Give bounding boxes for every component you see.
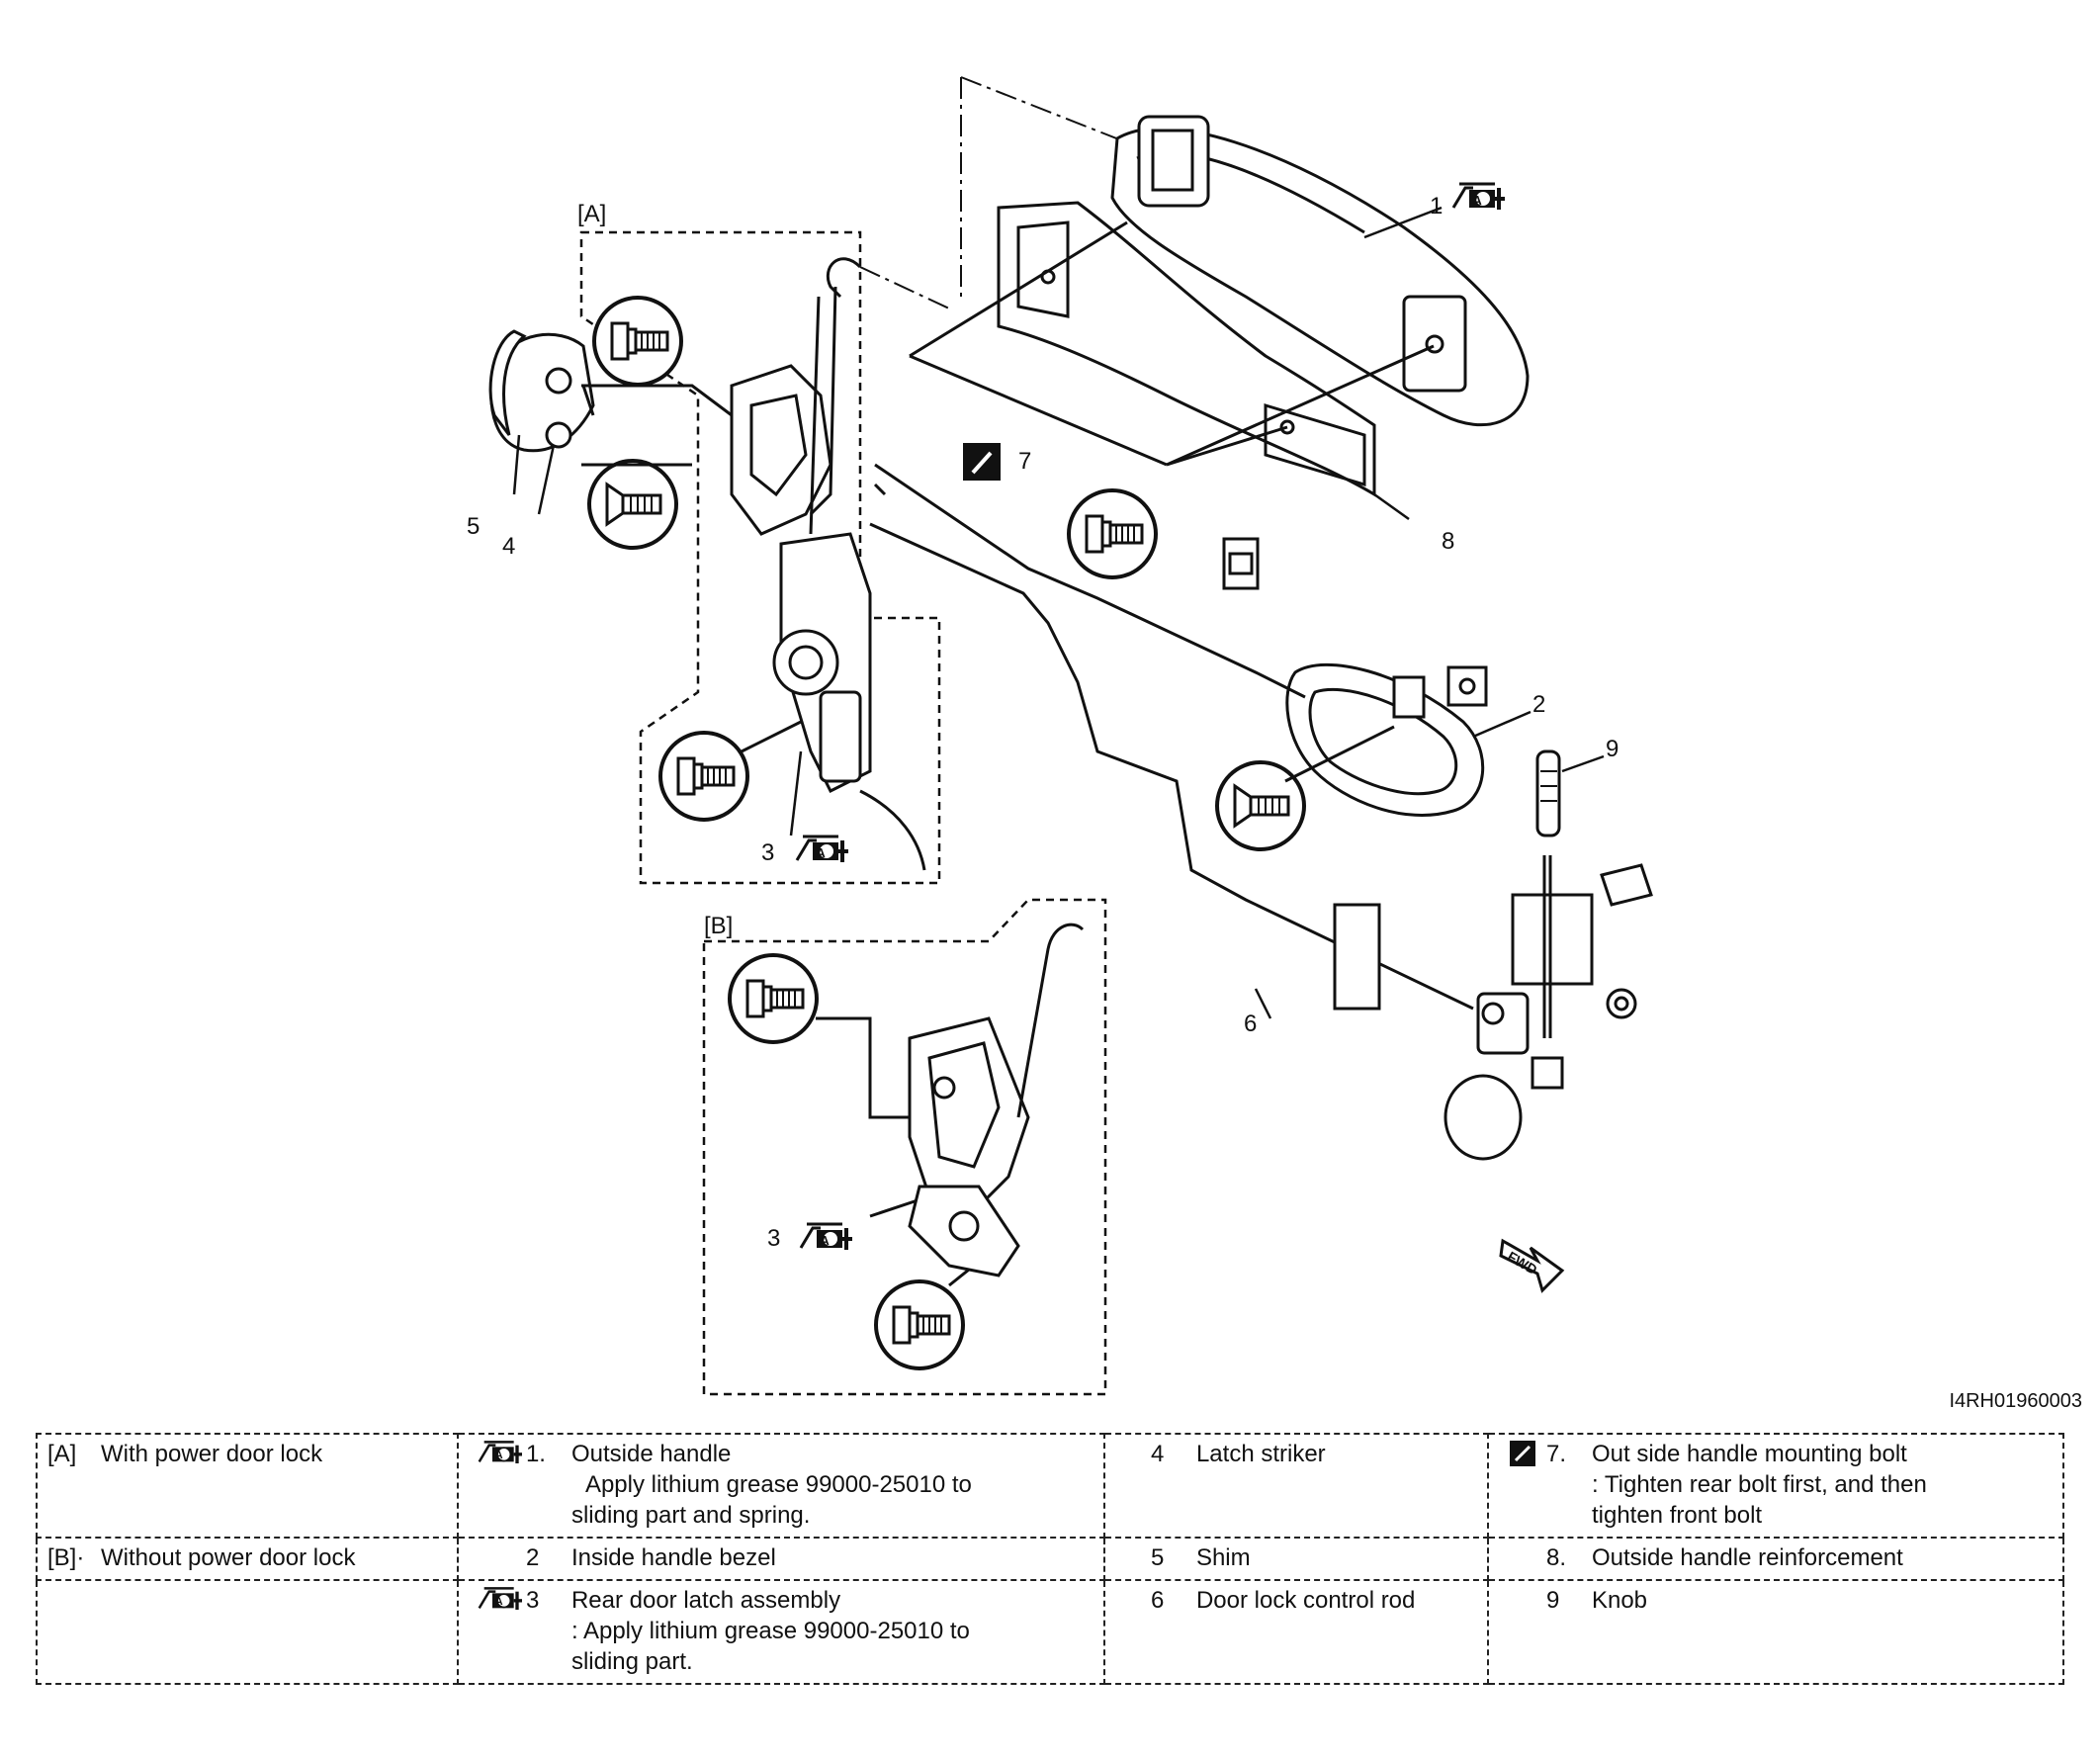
inside-handle-bezel [1285, 662, 1485, 817]
legend-group-label: [A] With power door lock [36, 1433, 459, 1539]
legend-cell: 8.Outside handle reinforcement [1486, 1537, 2065, 1581]
latch-assembly-a [730, 364, 926, 871]
screw-bezel [1215, 760, 1306, 851]
group-text: With power door lock [101, 1441, 323, 1467]
callout-1: 1 [1430, 193, 1443, 220]
bolt-7-leaders [909, 220, 1435, 467]
grease-icon: A [1451, 182, 1507, 212]
grease-icon: A [799, 1222, 854, 1252]
legend-row: [A] With power door lock A 1. Outside han… [36, 1433, 2065, 1539]
parts-legend-table: [A] With power door lock A 1. Outside han… [36, 1433, 2065, 1685]
callout-3-a: 3 [761, 839, 774, 866]
callout-7: 7 [1018, 448, 1031, 475]
svg-text:A: A [1472, 193, 1482, 208]
clip-a [1222, 537, 1260, 590]
alignment-lines [859, 76, 1168, 309]
frame-b-label: [B] [704, 913, 733, 939]
legend-row: A 3 Rear door latch assembly: Apply lith… [36, 1579, 2065, 1685]
callout-5: 5 [467, 513, 480, 540]
grease-icon: A [795, 835, 850, 864]
outside-handle-reinforcement [997, 201, 1376, 497]
lock-actuator [1444, 992, 1564, 1161]
legend-group-label [36, 1579, 459, 1685]
bolt-latch-b-bottom [874, 1279, 965, 1370]
legend-cell: 7. Out side handle mounting bolt: Tighte… [1486, 1433, 2065, 1539]
rod-b [1016, 923, 1085, 1118]
bolt-latch-top [592, 296, 683, 387]
bolt-latch-bottom [658, 731, 749, 822]
lock-knob-rod [1535, 749, 1561, 1038]
frame-a-label: [A] [577, 201, 606, 227]
callout-3-b: 3 [767, 1225, 780, 1252]
fwd-arrow-icon: FWD [1499, 1238, 1565, 1293]
svg-text:A: A [820, 1233, 830, 1248]
callout-9: 9 [1606, 736, 1619, 762]
clip-b [1446, 665, 1488, 707]
callout-leaders [512, 206, 1605, 1019]
figure-id: I4RH01960003 [1949, 1390, 2082, 1412]
callout-2: 2 [1532, 691, 1545, 718]
door-lock-control-rod [869, 463, 1474, 1011]
torque-icon [1509, 1441, 1535, 1466]
shim-blocks [1333, 893, 1594, 1011]
latch-assembly-b [908, 1016, 1030, 1277]
frame-b [702, 898, 1107, 1396]
svg-text:A: A [495, 1450, 503, 1461]
clip-c [1600, 863, 1653, 1019]
bolt-latch-b-top [728, 953, 819, 1044]
callout-8: 8 [1442, 528, 1454, 555]
screw-striker [587, 459, 678, 550]
latch-striker [489, 332, 595, 453]
callout-4: 4 [502, 533, 515, 560]
legend-cell: A 3 Rear door latch assembly: Apply lith… [456, 1579, 1105, 1685]
grease-icon: A [478, 1587, 524, 1612]
exploded-door-diagram: [A] [B] [467, 76, 1653, 1396]
bolt-7 [1067, 488, 1158, 579]
callout-6: 6 [1244, 1011, 1257, 1037]
shim [488, 329, 527, 436]
grease-icon: A [478, 1441, 524, 1465]
rods-a [809, 257, 862, 535]
svg-text:A: A [816, 845, 826, 860]
legend-group-label: [B]·Without power door lock [36, 1537, 459, 1581]
svg-text:A: A [495, 1596, 503, 1608]
group-key: [A] [47, 1441, 77, 1467]
